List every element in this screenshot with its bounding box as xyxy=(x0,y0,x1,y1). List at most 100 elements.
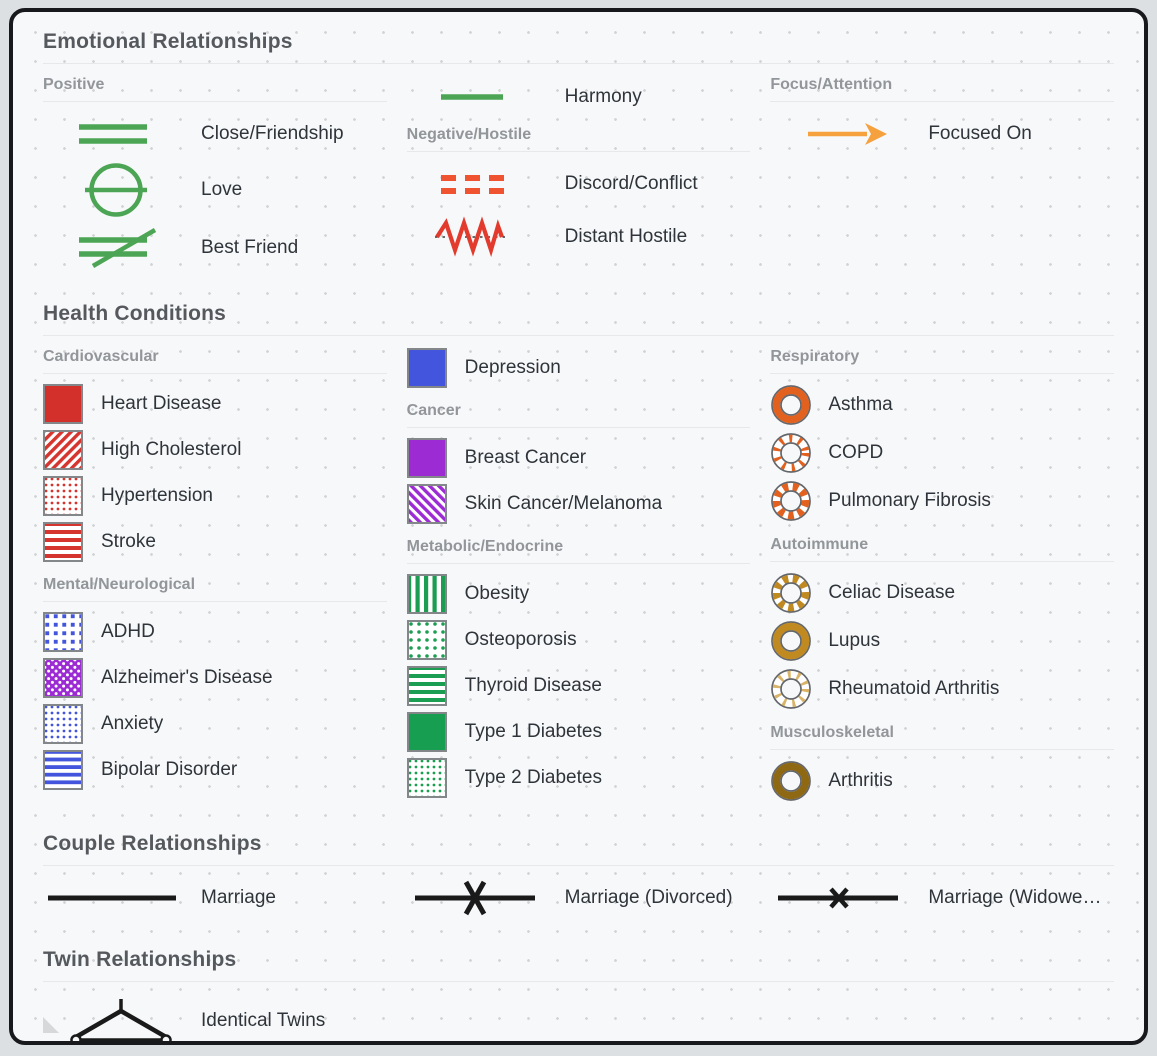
legend-item-label: Bipolar Disorder xyxy=(101,759,238,780)
legend-item-label: Type 2 Diabetes xyxy=(464,767,602,788)
legend-item-label: ADHD xyxy=(101,621,155,642)
orange-dashed-ring-icon xyxy=(771,481,812,521)
solid-blue-square-icon xyxy=(406,348,447,388)
orange-dotted-ring-icon xyxy=(771,433,812,473)
legend-item-focused-on: Focused On xyxy=(770,112,1114,156)
focused-on-arrow-icon xyxy=(770,112,922,156)
legend-item-anxiety: Anxiety xyxy=(43,704,387,744)
solid-red-square-icon xyxy=(43,384,83,424)
legend-item-harmony: Harmony xyxy=(407,82,751,112)
legend-item-label: Asthma xyxy=(828,394,893,415)
legend-item-label: Anxiety xyxy=(101,713,164,734)
legend-item-pulmonary-fibrosis: Pulmonary Fibrosis xyxy=(770,480,1114,522)
section-couple-relationships: Couple Relationships Marriage xyxy=(43,832,1114,924)
legend-item-close-friendship: Close/Friendship xyxy=(43,112,387,156)
legend-item-label: High Cholesterol xyxy=(101,439,242,460)
legend-item-label: Harmony xyxy=(564,86,642,107)
section-title: Emotional Relationships xyxy=(43,30,1114,64)
red-diagonal-stripes-icon xyxy=(43,430,83,470)
legend-item-hypertension: Hypertension xyxy=(43,476,387,516)
legend-item-skin-cancer: Skin Cancer/Melanoma xyxy=(406,484,751,524)
group-heading-positive: Positive xyxy=(43,76,387,102)
section-health-conditions: Health Conditions Cardiovascular Heart D… xyxy=(43,302,1114,808)
legend-item-label: Arthritis xyxy=(828,770,893,791)
legend-item-arthritis: Arthritis xyxy=(770,760,1114,802)
legend-item-label: Discord/Conflict xyxy=(564,173,698,194)
close-friendship-icon xyxy=(43,112,195,156)
legend-item-adhd: ADHD xyxy=(43,612,387,652)
best-friend-icon xyxy=(43,224,195,272)
green-horizontal-stripes-icon xyxy=(406,666,447,706)
legend-item-label: Osteoporosis xyxy=(464,629,577,650)
legend-item-label: Marriage xyxy=(201,887,276,908)
legend-item-label: Best Friend xyxy=(201,237,299,258)
legend-item-label: Alzheimer's Disease xyxy=(101,667,273,688)
legend-item-label: Obesity xyxy=(464,583,530,604)
legend-item-label: Skin Cancer/Melanoma xyxy=(464,493,663,514)
green-small-dots-icon xyxy=(406,758,447,798)
gold-dashed-ring-icon xyxy=(771,573,812,613)
green-large-dots-icon xyxy=(406,620,447,660)
emotional-col-3: Focus/Attention Focused On xyxy=(770,76,1114,162)
legend-item-label: Type 1 Diabetes xyxy=(464,721,602,742)
section-title: Health Conditions xyxy=(43,302,1114,336)
legend-item-marriage-divorced: Marriage (Divorced) xyxy=(407,878,751,918)
blue-small-dots-icon xyxy=(43,704,83,744)
legend-item-label: Heart Disease xyxy=(101,393,222,414)
marriage-widowed-icon xyxy=(770,878,922,918)
legend-item-lupus: Lupus xyxy=(770,620,1114,662)
legend-item-label: Hypertension xyxy=(101,485,213,506)
legend-item-label: Focused On xyxy=(928,123,1032,144)
legend-item-label: Pulmonary Fibrosis xyxy=(828,490,991,511)
marriage-line-icon xyxy=(43,878,195,918)
legend-item-label: Breast Cancer xyxy=(464,447,587,468)
red-horizontal-stripes-icon xyxy=(43,522,83,562)
gold-dotted-ring-icon xyxy=(771,669,812,709)
solid-brown-ring-icon xyxy=(771,761,812,801)
blue-horizontal-stripes-icon xyxy=(43,750,83,790)
legend-item-label: Thyroid Disease xyxy=(464,675,602,696)
legend-item-label: Stroke xyxy=(101,531,156,552)
legend-item-copd: COPD xyxy=(770,432,1114,474)
solid-green-square-icon xyxy=(406,712,447,752)
legend-item-depression: Depression xyxy=(406,348,751,388)
legend-item-distant-hostile: Distant Hostile xyxy=(407,212,751,262)
legend-item-osteoporosis: Osteoporosis xyxy=(406,620,751,660)
legend-item-rheumatoid-arthritis: Rheumatoid Arthritis xyxy=(770,668,1114,710)
group-heading-cancer: Cancer xyxy=(406,402,751,428)
solid-gold-ring-icon xyxy=(771,621,812,661)
legend-item-bipolar-disorder: Bipolar Disorder xyxy=(43,750,387,790)
legend-item-identical-twins: Identical Twins xyxy=(43,994,1114,1041)
legend-item-label: Celiac Disease xyxy=(828,582,956,603)
red-dots-icon xyxy=(43,476,83,516)
group-heading-respiratory: Respiratory xyxy=(770,348,1114,374)
blue-large-dots-icon xyxy=(43,612,83,652)
legend-item-discord-conflict: Discord/Conflict xyxy=(407,162,751,206)
legend-item-type2-diabetes: Type 2 Diabetes xyxy=(406,758,751,798)
health-col-1: Cardiovascular Heart Disease High Choles… xyxy=(43,348,387,796)
legend-item-label: Rheumatoid Arthritis xyxy=(828,678,1000,699)
legend-panel: Emotional Relationships Positive Close/F… xyxy=(9,8,1148,1045)
legend-item-asthma: Asthma xyxy=(770,384,1114,426)
identical-twins-icon xyxy=(43,994,195,1041)
group-heading-musculoskeletal: Musculoskeletal xyxy=(770,724,1114,750)
legend-item-love: Love xyxy=(43,162,387,218)
health-col-3: Respiratory Asthma COPD Pulmonary Fibros… xyxy=(770,348,1114,808)
legend-item-label: Lupus xyxy=(828,630,881,651)
legend-item-obesity: Obesity xyxy=(406,574,751,614)
group-heading-metabolic-endocrine: Metabolic/Endocrine xyxy=(406,538,751,564)
legend-item-high-cholesterol: High Cholesterol xyxy=(43,430,387,470)
emotional-col-2: Harmony Negative/Hostile Discord/Conflic… xyxy=(406,76,751,268)
harmony-icon xyxy=(407,82,559,112)
legend-item-marriage-widowed: Marriage (Widowe… xyxy=(770,878,1114,918)
discord-conflict-icon xyxy=(407,162,559,206)
distant-hostile-icon xyxy=(407,212,559,262)
marriage-divorced-icon xyxy=(407,878,559,918)
legend-item-label: Love xyxy=(201,179,243,200)
purple-white-dots-icon xyxy=(43,658,83,698)
purple-diagonal-stripes-icon xyxy=(406,484,447,524)
legend-item-type1-diabetes: Type 1 Diabetes xyxy=(406,712,751,752)
resize-corner-handle[interactable] xyxy=(43,1017,59,1033)
legend-item-breast-cancer: Breast Cancer xyxy=(406,438,751,478)
love-icon xyxy=(43,162,195,218)
